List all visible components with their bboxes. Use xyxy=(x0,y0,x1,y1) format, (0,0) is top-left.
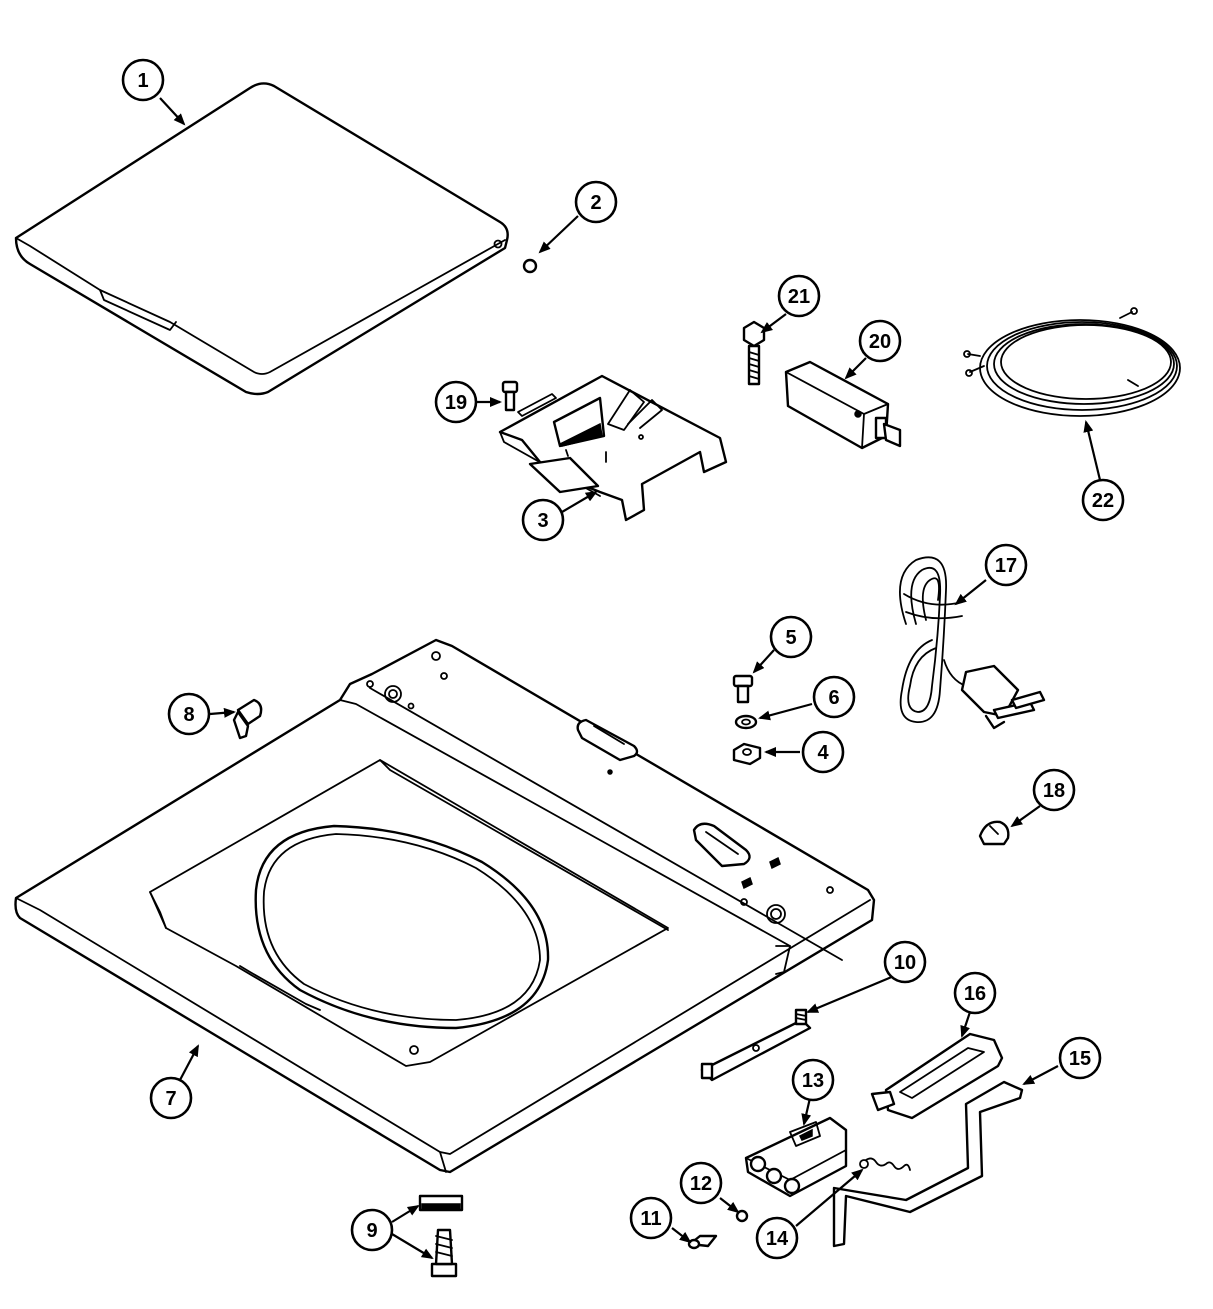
leader-1 xyxy=(159,97,186,126)
svg-text:6: 6 xyxy=(828,687,839,709)
callout-22: 22 xyxy=(1081,478,1125,522)
svg-text:5: 5 xyxy=(785,627,796,649)
svg-text:11: 11 xyxy=(640,1208,661,1230)
svg-text:21: 21 xyxy=(788,286,810,308)
svg-text:13: 13 xyxy=(802,1070,824,1092)
svg-text:8: 8 xyxy=(183,704,194,726)
part-3-bracket xyxy=(498,374,728,522)
part-13-switch-block xyxy=(744,1116,848,1198)
svg-text:12: 12 xyxy=(690,1173,712,1195)
leader-2 xyxy=(538,215,579,254)
callout-14: 14 xyxy=(755,1216,799,1260)
svg-text:7: 7 xyxy=(165,1088,176,1110)
part-15-rod xyxy=(832,1080,1024,1248)
svg-text:14: 14 xyxy=(766,1228,789,1250)
svg-text:3: 3 xyxy=(537,510,548,532)
svg-text:17: 17 xyxy=(995,555,1017,577)
callout-9: 9 xyxy=(350,1208,394,1252)
callout-10: 10 xyxy=(883,940,927,984)
leader-15 xyxy=(1022,1065,1059,1085)
svg-text:9: 9 xyxy=(366,1220,377,1242)
leader-9b xyxy=(391,1233,434,1260)
callout-17: 17 xyxy=(984,543,1028,587)
part-11-screw xyxy=(687,1234,718,1250)
part-21-long-screw xyxy=(742,320,766,386)
leader-16 xyxy=(960,1011,972,1038)
part-14-spring xyxy=(859,1157,911,1171)
callout-19: 19 xyxy=(434,380,478,424)
leader-13 xyxy=(801,1097,812,1126)
leader-3 xyxy=(561,490,598,513)
part-6-washer xyxy=(734,714,758,730)
part-12-nut xyxy=(735,1209,749,1223)
leader-14 xyxy=(795,1168,864,1227)
svg-text:15: 15 xyxy=(1069,1048,1091,1070)
leader-5 xyxy=(752,649,775,674)
part-1-lid xyxy=(14,82,509,396)
part-18-clip xyxy=(978,820,1010,846)
leader-8 xyxy=(209,707,236,718)
leader-10 xyxy=(806,974,895,1014)
callout-20: 20 xyxy=(858,319,902,363)
callout-12: 12 xyxy=(679,1161,723,1205)
callout-18: 18 xyxy=(1032,768,1076,812)
svg-text:4: 4 xyxy=(817,742,829,764)
part-19-screw xyxy=(501,380,519,412)
leader-17 xyxy=(954,579,987,606)
callout-2: 2 xyxy=(574,180,618,224)
callout-15: 15 xyxy=(1058,1036,1102,1080)
svg-text:19: 19 xyxy=(445,392,467,414)
leader-6 xyxy=(758,702,813,721)
part-4-nut xyxy=(732,742,762,766)
leader-lines xyxy=(159,97,1102,1260)
svg-text:2: 2 xyxy=(590,192,601,214)
leader-7 xyxy=(179,1044,199,1081)
leader-11 xyxy=(671,1227,692,1244)
svg-text:1: 1 xyxy=(137,70,148,92)
callout-7: 7 xyxy=(149,1076,193,1120)
part-5-bolt xyxy=(732,674,754,704)
callout-4: 4 xyxy=(801,730,845,774)
callout-5: 5 xyxy=(769,615,813,659)
svg-text:18: 18 xyxy=(1043,780,1065,802)
part-16-slide xyxy=(870,1032,1004,1120)
part-9-clip-and-screw xyxy=(418,1194,464,1278)
part-17-power-cord xyxy=(899,556,1046,730)
leader-20 xyxy=(844,357,867,380)
svg-text:16: 16 xyxy=(964,983,986,1005)
callout-21: 21 xyxy=(777,274,821,318)
part-2-plug xyxy=(522,258,538,274)
part-22-coiled-wire xyxy=(963,307,1181,417)
callout-3: 3 xyxy=(521,498,565,542)
callout-1: 1 xyxy=(121,58,165,102)
part-20-switch xyxy=(784,360,902,450)
leader-22 xyxy=(1083,420,1102,481)
leader-21 xyxy=(760,313,787,334)
part-10-bracket-rod xyxy=(700,1008,812,1082)
leader-9a xyxy=(391,1204,420,1223)
callout-11: 11 xyxy=(629,1196,673,1240)
callout-16: 16 xyxy=(953,971,997,1015)
part-7-main-top xyxy=(14,638,876,1174)
callout-13: 13 xyxy=(791,1058,835,1102)
leader-18 xyxy=(1010,805,1041,828)
callout-6: 6 xyxy=(812,675,856,719)
leader-12 xyxy=(719,1197,740,1214)
callout-8: 8 xyxy=(167,692,211,736)
svg-text:10: 10 xyxy=(894,952,916,974)
part-8-bumper xyxy=(232,698,263,740)
svg-text:20: 20 xyxy=(869,331,891,353)
svg-text:22: 22 xyxy=(1092,490,1114,512)
